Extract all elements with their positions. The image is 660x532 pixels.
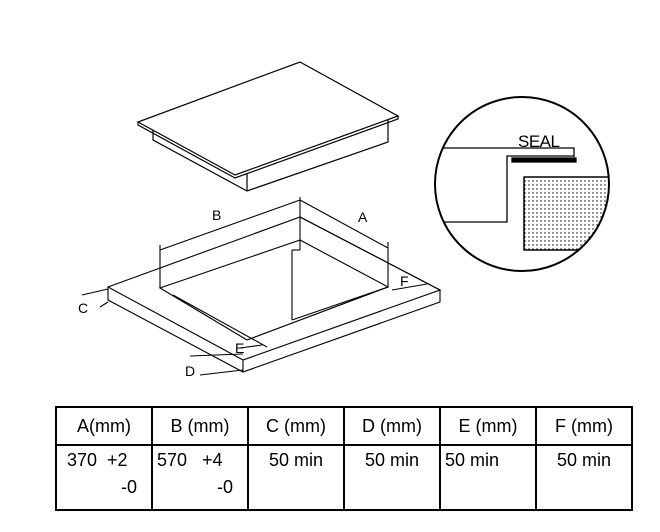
value-f-main: 50 min [556,450,612,470]
value-e-main: 50 min [445,450,500,470]
value-d-main: 50 min [364,450,420,470]
hob-illustration [136,61,400,192]
table-row: 370 +2 -0 570 +4 -0 50 min 50 min 50 min 5… [55,444,633,511]
dimension-label-f: F [400,273,409,289]
seal-label: SEAL [518,132,560,151]
dimensions-table: A(mm) B (mm) C (mm) D (mm) E (mm) F (mm)… [55,406,633,511]
value-a-tolerance: -0 [120,477,137,497]
value-a: 370 +2 -0 [55,444,153,511]
value-d: 50 min [343,444,441,511]
value-e: 50 min [439,444,537,511]
dimension-label-c: C [78,300,88,316]
header-b: B (mm) [151,406,249,446]
value-c-main: 50 min [268,450,324,470]
header-d: D (mm) [343,406,441,446]
dimension-label-b: B [212,207,221,223]
dimension-label-d: D [185,363,195,379]
value-a-main: 370 +2 [67,450,128,470]
header-a: A(mm) [55,406,153,446]
dimension-label-a: A [358,209,368,225]
header-f: F (mm) [535,406,633,446]
value-b: 570 +4 -0 [151,444,249,511]
seal-detail [434,96,610,272]
header-e: E (mm) [439,406,537,446]
value-b-tolerance: -0 [216,477,233,497]
seal-strip [511,157,577,163]
value-f: 50 min [535,444,633,511]
table-header-row: A(mm) B (mm) C (mm) D (mm) E (mm) F (mm) [55,406,633,446]
value-c: 50 min [247,444,345,511]
dimension-label-e: E [235,340,244,356]
worktop-cutout [81,197,442,376]
header-c: C (mm) [247,406,345,446]
value-b-main: 570 +4 [157,450,223,470]
